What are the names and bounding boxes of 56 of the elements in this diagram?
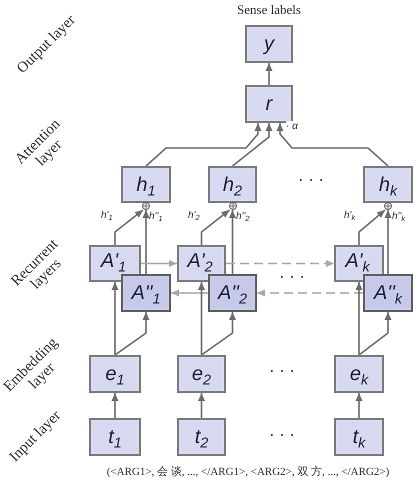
circled-plus-icon <box>142 202 150 210</box>
variable-box: r <box>245 85 293 123</box>
arrow <box>198 393 205 418</box>
arrow <box>112 282 118 355</box>
arrow <box>384 210 392 274</box>
arrow <box>229 210 236 274</box>
arrow <box>201 312 236 356</box>
variable-box: A''$_{k}$ <box>363 274 413 312</box>
arrow <box>232 123 272 167</box>
arrow <box>356 393 362 418</box>
arrow <box>112 393 118 418</box>
edge-label: · α <box>286 121 298 132</box>
variable-box: A'$_{k}$ <box>334 245 384 282</box>
arrow <box>145 123 262 167</box>
arrow <box>356 282 362 355</box>
edge-label: h'$_{2}$ <box>188 210 200 221</box>
input-sequence-text: (<ARG1>, 会 谈, ..., </ARG1>, <ARG2>, 双 方, ..., </ARG2>) <box>106 467 390 479</box>
circled-plus-icon <box>228 202 236 210</box>
circled-plus-icon <box>384 202 392 210</box>
variable-box: A''$_{2}$ <box>208 274 257 312</box>
ellipsis: · · · <box>269 428 295 444</box>
ellipsis: · · · <box>269 364 295 380</box>
arrow <box>358 312 392 356</box>
node-caption: Sense labels <box>237 2 301 18</box>
edge-label: h'$_{k}$ <box>344 210 356 221</box>
variable-box: t$_{2}$ <box>177 418 226 456</box>
edge-label: h''$_{1}$ <box>149 211 163 222</box>
variable-box: A''$_{1}$ <box>121 274 171 312</box>
arrow <box>198 282 205 355</box>
arrow <box>266 63 272 85</box>
arrow <box>226 260 334 267</box>
variable-box: y <box>245 25 293 63</box>
arrow <box>114 312 150 356</box>
variable-box: e$_{k}$ <box>334 355 384 393</box>
arrow <box>142 210 150 274</box>
arrow <box>200 209 230 245</box>
ellipsis: · · · <box>279 270 305 286</box>
arrow <box>141 260 177 267</box>
edge-label: h'$_{1}$ <box>101 210 113 221</box>
variable-box: A'$_{1}$ <box>89 245 141 282</box>
variable-box: e$_{1}$ <box>89 355 141 393</box>
variable-box: h$_{k}$ <box>363 166 413 203</box>
arrow <box>257 290 363 296</box>
arrow <box>276 123 389 167</box>
ellipsis: · · · <box>298 172 324 190</box>
variable-box: A'$_{2}$ <box>177 245 226 282</box>
variable-box: h$_{1}$ <box>121 166 171 203</box>
edge-label: h''$_{k}$ <box>392 211 406 222</box>
arrow <box>171 290 208 296</box>
variable-box: e$_{2}$ <box>177 355 226 393</box>
arrow <box>358 209 386 245</box>
variable-box: t$_{k}$ <box>334 418 384 456</box>
variable-box: t$_{1}$ <box>89 418 141 456</box>
variable-box: h$_{2}$ <box>208 166 257 203</box>
arrow <box>114 209 144 245</box>
edge-label: h''$_{2}$ <box>236 211 250 222</box>
